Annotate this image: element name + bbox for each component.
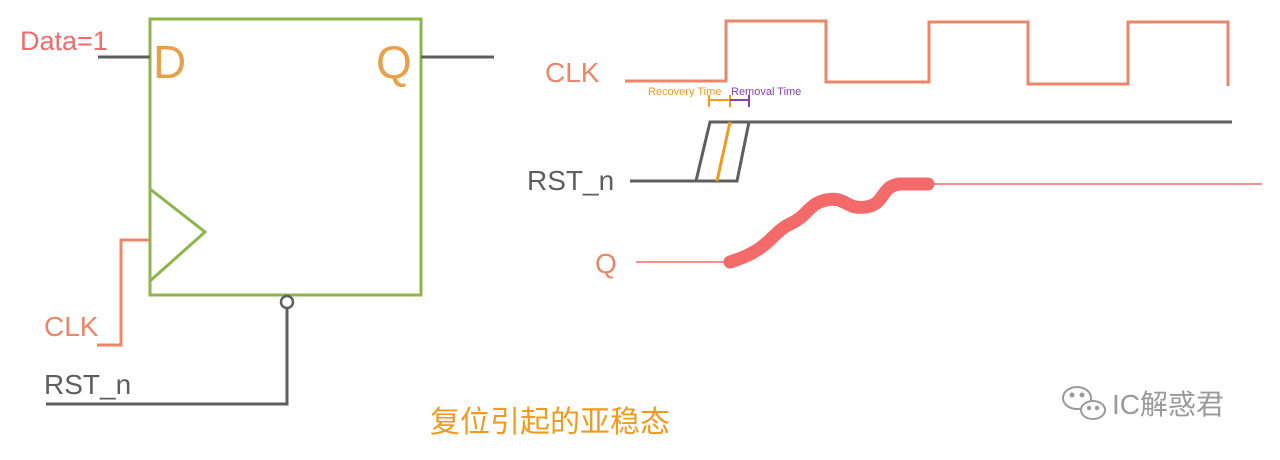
diagram-caption: 复位引起的亚稳态 [430, 406, 670, 439]
watermark: IC解惑君 [1062, 386, 1224, 420]
recovery-time-label: Recovery Time [648, 86, 721, 98]
clk-input-wire [97, 238, 150, 347]
rst-waveform-low [630, 120, 1232, 183]
wechat-icon [1062, 386, 1106, 420]
ff-clk-label: CLK [44, 311, 99, 342]
removal-time-marker [730, 95, 750, 107]
removal-time-label: Removal Time [731, 86, 801, 98]
reset-inversion-bubble [279, 294, 295, 310]
clk-waveform [625, 19, 1230, 86]
ff-rst-label: RST_n [44, 369, 131, 400]
d-pin-label: D [153, 36, 186, 88]
timing-diagram: CLK Recovery Time Removal Time RST_n Q [527, 19, 1262, 279]
rst-release-edge [715, 121, 732, 182]
rst-input-wire [46, 308, 289, 406]
timing-q-label: Q [595, 248, 617, 279]
watermark-text: IC解惑君 [1112, 389, 1224, 420]
flip-flop-schematic: Data=1 D Q CLK RST_n [20, 17, 494, 406]
timing-rst-label: RST_n [527, 165, 614, 196]
clock-input-triangle [149, 187, 208, 283]
q-metastable-squiggle [723, 177, 935, 269]
q-pin-label: Q [376, 36, 412, 88]
data-input-label: Data=1 [20, 26, 108, 56]
rst-waveform-window [696, 121, 751, 183]
timing-clk-label: CLK [545, 57, 600, 88]
